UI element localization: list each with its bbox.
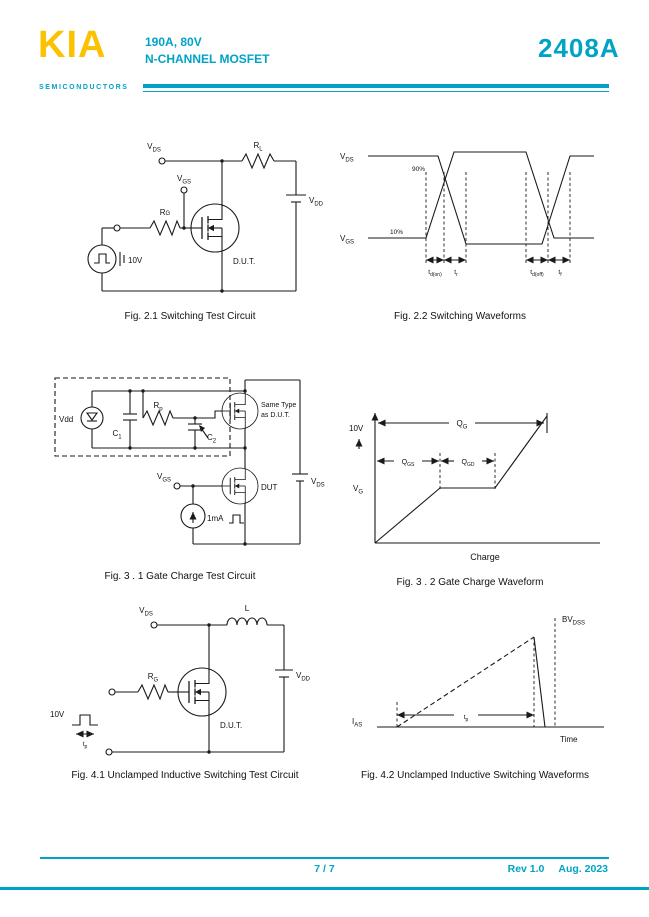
fig-3-2-gate-charge-waveform-drawing: 10V VG QG QGS QGD Charge <box>349 413 600 562</box>
label-qg: QG <box>457 419 468 431</box>
label-rp: Rp <box>153 401 163 413</box>
label-gate-current: 1mA <box>207 514 224 523</box>
fig-3-2-charge-gridlines <box>439 453 496 489</box>
label-rg: RG <box>160 208 171 217</box>
fig-2-1-switching-test-circuit-drawing: VDS RL VDD VGS RG 10V D.U.T. <box>87 141 324 293</box>
label-rg: RG <box>148 672 159 684</box>
label-inductor: L <box>245 604 250 613</box>
fig-2-1-wires <box>87 152 306 292</box>
footer-bottom-bar <box>0 887 649 890</box>
mosfet-symbol <box>177 667 227 717</box>
label-tf: tf <box>558 269 562 278</box>
fig-2-1-vgs-terminal <box>180 186 188 194</box>
brand-logo: KIA <box>38 24 107 66</box>
fig-4-2-caption: Fig. 4.2 Unclamped Inductive Switching W… <box>360 770 590 781</box>
label-vgs: VGS <box>157 472 171 484</box>
label-same-type-line2: as D.U.T. <box>261 412 290 419</box>
fig-2-2-waveforms <box>368 151 594 245</box>
fig-3-1-vgs-terminal <box>173 482 181 490</box>
part-number: 2408A <box>538 33 620 63</box>
label-vgs: VGS <box>340 234 354 246</box>
fig-4-1-gate-terminal <box>108 688 116 696</box>
label-dut: D.U.T. <box>233 257 255 266</box>
label-dut: D.U.T. <box>220 721 242 730</box>
label-tp: tp <box>464 714 469 723</box>
label-ias: IAS <box>352 717 362 729</box>
fig-2-1-caption: Fig. 2.1 Switching Test Circuit <box>124 311 256 322</box>
header-rule-thick <box>143 84 609 88</box>
fig-4-2-axis-and-fall <box>377 636 604 728</box>
label-10v: 10V <box>349 424 364 433</box>
label-vg: VG <box>353 484 363 496</box>
fig-2-2-caption: Fig. 2.2 Switching Waveforms <box>394 311 526 322</box>
revision-label: Rev 1.0 <box>507 863 545 875</box>
device-rating: 190A, 80V <box>145 35 202 49</box>
fig-3-2-charge-arrows <box>377 419 544 465</box>
fig-4-1-ground-terminal <box>105 748 113 756</box>
mosfet-symbol <box>190 203 240 253</box>
fig-4-1-vds-terminal <box>150 621 158 629</box>
ias-ramp-dashed <box>396 636 535 728</box>
label-time-axis: Time <box>560 735 578 744</box>
label-c1: C1 <box>112 429 122 441</box>
footer-rule <box>40 857 609 859</box>
page-number: 7 / 7 <box>314 863 335 875</box>
label-dut: DUT <box>261 483 278 492</box>
fig-4-1-wires <box>72 617 293 753</box>
label-td-off: td(off) <box>530 269 544 278</box>
label-90-percent: 90% <box>412 166 425 173</box>
fig-2-2-timing-gridlines <box>425 172 571 264</box>
device-type: N-CHANNEL MOSFET <box>145 52 270 66</box>
label-pulse-voltage: 10V <box>128 256 143 265</box>
label-qgs: QGS <box>402 459 415 468</box>
fig-2-1-input-terminal <box>113 224 121 232</box>
mosfet-symbol-dut <box>221 467 259 505</box>
label-vds: VDS <box>139 606 153 618</box>
label-vdd: VDD <box>296 671 311 683</box>
label-td-on: td(on) <box>428 269 442 278</box>
fig-2-1-junction-dots <box>182 159 224 293</box>
fig-4-2-uis-waveforms-drawing: BVDSS IAS tp Time <box>352 615 604 744</box>
label-vdd: VDD <box>309 196 324 208</box>
label-pulse-voltage: 10V <box>50 710 65 719</box>
label-rl: RL <box>253 141 263 153</box>
label-bvdss: BVDSS <box>562 615 585 627</box>
label-c2: C2 <box>207 433 217 445</box>
mosfet-symbol-same-type <box>221 392 259 430</box>
brand-subtitle: SEMICONDUCTORS <box>39 84 129 91</box>
label-vds: VDS <box>147 142 161 154</box>
header-rule-thin <box>143 91 609 93</box>
label-charge-axis: Charge <box>470 552 500 562</box>
revision-date: Aug. 2023 <box>558 863 608 875</box>
fig-4-2-gridlines <box>396 618 556 727</box>
label-10-percent: 10% <box>390 229 403 236</box>
label-vds: VDS <box>311 477 325 489</box>
label-vds: VDS <box>340 152 354 164</box>
label-qgd: QGD <box>462 459 475 468</box>
fig-4-1-junction-dots <box>207 623 211 754</box>
label-vdd: Vdd <box>59 415 73 424</box>
label-same-type-line1: Same Type <box>261 402 296 409</box>
revision-block: Rev 1.0 Aug. 2023 <box>494 863 608 875</box>
fig-2-2-switching-waveforms-drawing: VDS 90% VGS 10% td(on) tr td(off) tf <box>340 151 594 278</box>
driver-network-box <box>54 377 231 457</box>
fig-3-2-caption: Fig. 3 . 2 Gate Charge Waveform <box>396 577 544 588</box>
c2-pointer-arrowhead <box>199 425 205 432</box>
label-tp: tp <box>83 741 88 750</box>
fig-3-1-caption: Fig. 3 . 1 Gate Charge Test Circuit <box>104 571 256 582</box>
fig-3-2-axes-and-curve <box>355 413 600 544</box>
label-vgs: VGS <box>177 174 191 186</box>
fig-4-1-uis-test-circuit-drawing: VDS L VDD RG 10V tp D.U.T. <box>50 604 311 756</box>
fig-4-1-caption: Fig. 4.1 Unclamped Inductive Switching T… <box>71 770 299 781</box>
fig-2-1-vds-terminal <box>158 157 166 165</box>
label-tr: tr <box>454 269 458 278</box>
fig-3-1-junction-dots <box>128 389 247 546</box>
fig-3-1-gate-charge-test-circuit-drawing: Vdd C1 Rp C2 Same Type as D.U.T. VGS DUT… <box>54 377 325 546</box>
